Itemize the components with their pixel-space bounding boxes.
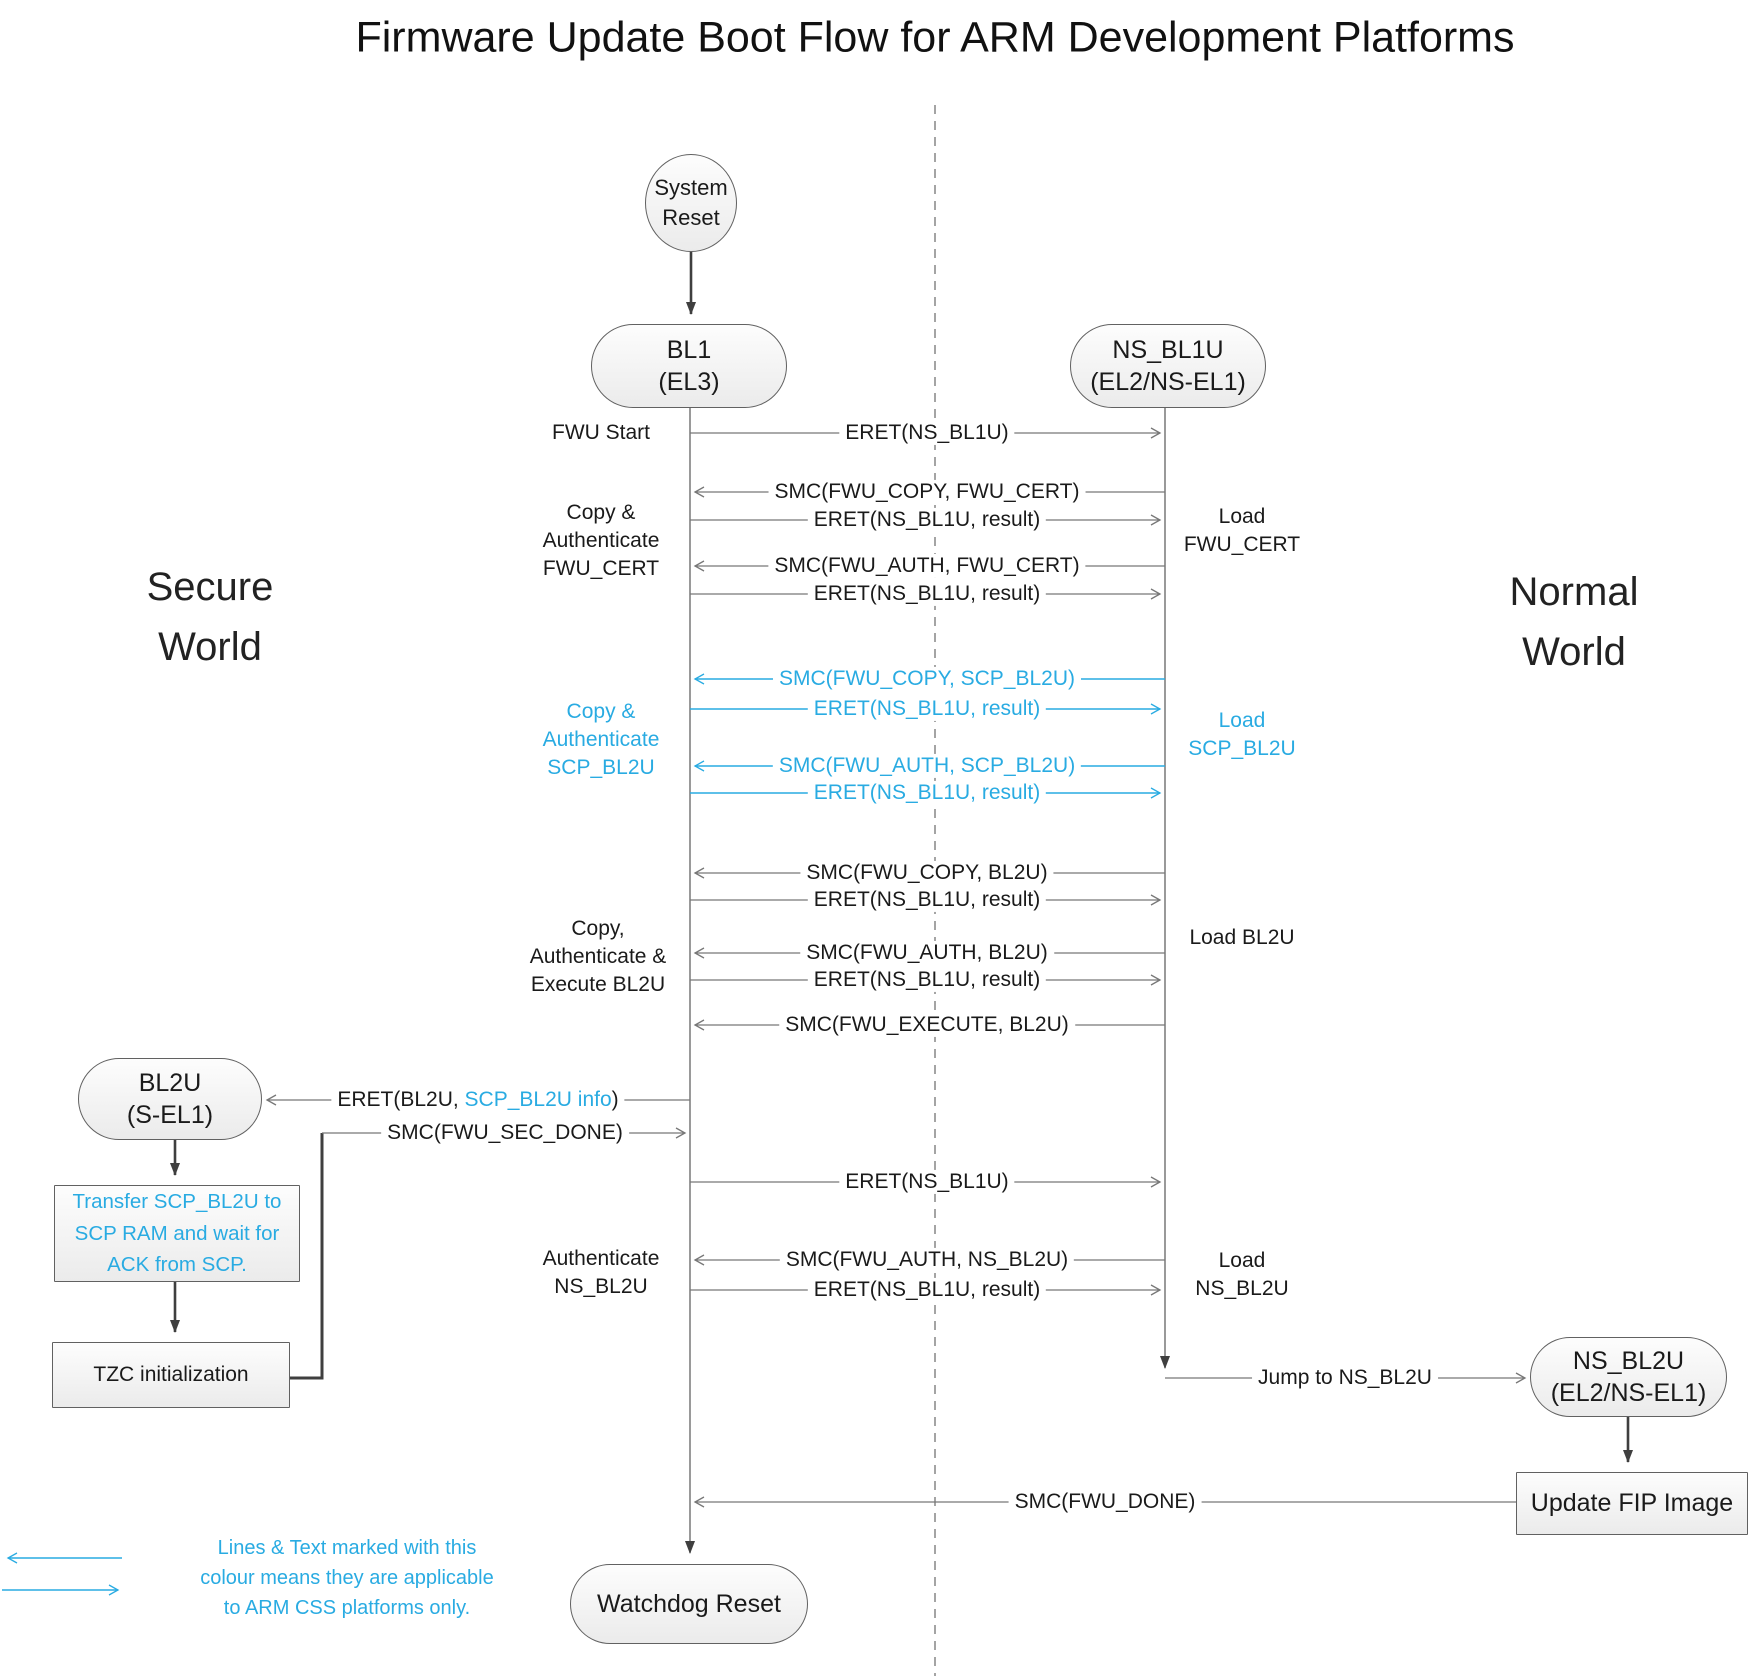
message-label: ERET(NS_BL1U)	[839, 420, 1015, 446]
activity-label-authenticate-ns-bl2u: Authenticate NS_BL2U	[543, 1245, 660, 1301]
message-label-css: ERET(NS_BL1U, result)	[807, 780, 1047, 806]
normal-world-line: Normal	[1509, 570, 1639, 614]
message-label: ERET(NS_BL1U, result)	[807, 581, 1047, 607]
legend-line: to ARM CSS platforms only.	[223, 1597, 471, 1619]
node-bl1: BL1 (EL3)	[591, 324, 787, 408]
eret-bl2u-label: ERET(BL2U, SCP_BL2U info)	[331, 1087, 625, 1113]
activity-label-copy-auth-scp-bl2u: Copy & Authenticate SCP_BL2U	[543, 698, 660, 782]
activity-label-line: Load	[1218, 505, 1266, 528]
activity-label-line: Authenticate	[542, 1247, 660, 1270]
message-label: SMC(FWU_COPY, BL2U)	[800, 860, 1054, 886]
message-label: ERET(NS_BL1U, result)	[807, 1277, 1047, 1303]
activity-label-fwu-start: FWU Start	[552, 419, 650, 447]
message-label: SMC(FWU_EXECUTE, BL2U)	[779, 1012, 1075, 1038]
node-tzc-initialization: TZC initialization	[52, 1342, 290, 1408]
activity-label-line: Authenticate	[542, 728, 660, 751]
node-label-line: System	[654, 175, 728, 201]
activity-label-line: Load BL2U	[1189, 926, 1295, 949]
activity-label-line: FWU Start	[552, 421, 650, 444]
secure-world-line: Secure	[146, 565, 274, 609]
activity-label-load-ns-bl2u: Load NS_BL2U	[1195, 1247, 1288, 1303]
node-bl2u: BL2U (S-EL1)	[78, 1058, 262, 1140]
activity-label-line: FWU_CERT	[542, 557, 660, 580]
node-label-line: (EL2/NS-EL1)	[1090, 368, 1246, 396]
secure-world-label: Secure World	[147, 557, 274, 677]
legend-line: colour means they are applicable	[200, 1567, 494, 1589]
node-label-line: (S-EL1)	[126, 1101, 214, 1129]
message-label: SMC(FWU_AUTH, BL2U)	[800, 940, 1054, 966]
activity-label-load-fwu-cert: Load FWU_CERT	[1184, 503, 1300, 559]
node-label-line: Watchdog Reset	[597, 1589, 781, 1618]
smc-sec-done-label: SMC(FWU_SEC_DONE)	[381, 1120, 629, 1146]
message-label: ERET(NS_BL1U, result)	[807, 507, 1047, 533]
activity-label-line: Load	[1218, 1249, 1266, 1272]
activity-label-line: Copy,	[571, 917, 625, 940]
activity-label-line: NS_BL2U	[554, 1275, 648, 1298]
activity-label-line: SCP_BL2U	[1188, 737, 1296, 760]
legend-line: Lines & Text marked with this	[217, 1537, 477, 1559]
message-label: ERET(NS_BL1U, result)	[807, 887, 1047, 913]
activity-label-line: Execute BL2U	[530, 973, 666, 996]
message-label: SMC(FWU_AUTH, NS_BL2U)	[779, 1247, 1075, 1273]
tzc-return-connector	[290, 1133, 322, 1378]
page-title: Firmware Update Boot Flow for ARM Develo…	[355, 13, 1515, 62]
node-label-line: Transfer SCP_BL2U to	[72, 1189, 282, 1213]
activity-label-line: Load	[1218, 709, 1266, 732]
node-label-line: NS_BL2U	[1572, 1346, 1685, 1375]
legend-text: Lines & Text marked with this colour mea…	[200, 1533, 494, 1623]
activity-label-load-bl2u: Load BL2U	[1189, 924, 1294, 952]
node-label-line: NS_BL1U	[1112, 335, 1224, 364]
activity-label-line: SCP_BL2U	[547, 756, 655, 779]
activity-label-copy-auth-fwu-cert: Copy & Authenticate FWU_CERT	[543, 499, 660, 583]
message-label-css: SMC(FWU_AUTH, SCP_BL2U)	[772, 753, 1082, 779]
activity-label-line: FWU_CERT	[1183, 533, 1301, 556]
node-label-line: Update FIP Image	[1530, 1489, 1734, 1518]
node-ns-bl2u: NS_BL2U (EL2/NS-EL1)	[1530, 1337, 1727, 1417]
activity-label-copy-auth-execute-bl2u: Copy, Authenticate & Execute BL2U	[530, 915, 667, 999]
node-label-line: ACK from SCP.	[107, 1253, 247, 1277]
message-label: SMC(FWU_AUTH, FWU_CERT)	[768, 553, 1086, 579]
normal-world-label: Normal World	[1510, 562, 1639, 682]
node-label-line: SCP RAM and wait for	[74, 1221, 280, 1245]
jump-to-ns-bl2u-label: Jump to NS_BL2U	[1252, 1365, 1438, 1391]
node-label-line: TZC initialization	[93, 1363, 249, 1387]
node-update-fip-image: Update FIP Image	[1516, 1472, 1748, 1535]
eret-bl2u-label-pre: ERET(BL2U,	[337, 1087, 465, 1111]
activity-label-line: Authenticate	[542, 529, 660, 552]
node-label-line: (EL2/NS-EL1)	[1550, 1379, 1707, 1407]
smc-done-label: SMC(FWU_DONE)	[1008, 1489, 1202, 1515]
message-label: ERET(NS_BL1U, result)	[807, 967, 1047, 993]
node-system-reset: System Reset	[645, 154, 737, 252]
message-label: ERET(NS_BL1U)	[839, 1169, 1015, 1195]
node-label-line: BL2U	[138, 1068, 202, 1097]
activity-label-line: NS_BL2U	[1195, 1277, 1289, 1300]
message-label-css: ERET(NS_BL1U, result)	[807, 696, 1047, 722]
node-ns-bl1u: NS_BL1U (EL2/NS-EL1)	[1070, 324, 1266, 408]
normal-world-line: World	[1522, 630, 1626, 674]
message-label-css: SMC(FWU_COPY, SCP_BL2U)	[772, 666, 1082, 692]
node-transfer-scp-bl2u: Transfer SCP_BL2U to SCP RAM and wait fo…	[54, 1185, 300, 1282]
eret-bl2u-label-post: )	[611, 1087, 619, 1111]
activity-label-line: Authenticate &	[529, 945, 667, 968]
activity-label-line: Copy &	[566, 501, 636, 524]
secure-world-line: World	[158, 625, 262, 669]
node-label-line: (EL3)	[658, 368, 720, 396]
activity-label-load-scp-bl2u: Load SCP_BL2U	[1188, 707, 1295, 763]
node-label-line: Reset	[662, 205, 720, 230]
node-watchdog-reset: Watchdog Reset	[570, 1564, 808, 1644]
node-label-line: BL1	[666, 335, 712, 364]
activity-label-line: Copy &	[566, 700, 636, 723]
eret-bl2u-label-highlight: SCP_BL2U info	[464, 1087, 612, 1111]
message-label: SMC(FWU_COPY, FWU_CERT)	[768, 479, 1086, 505]
